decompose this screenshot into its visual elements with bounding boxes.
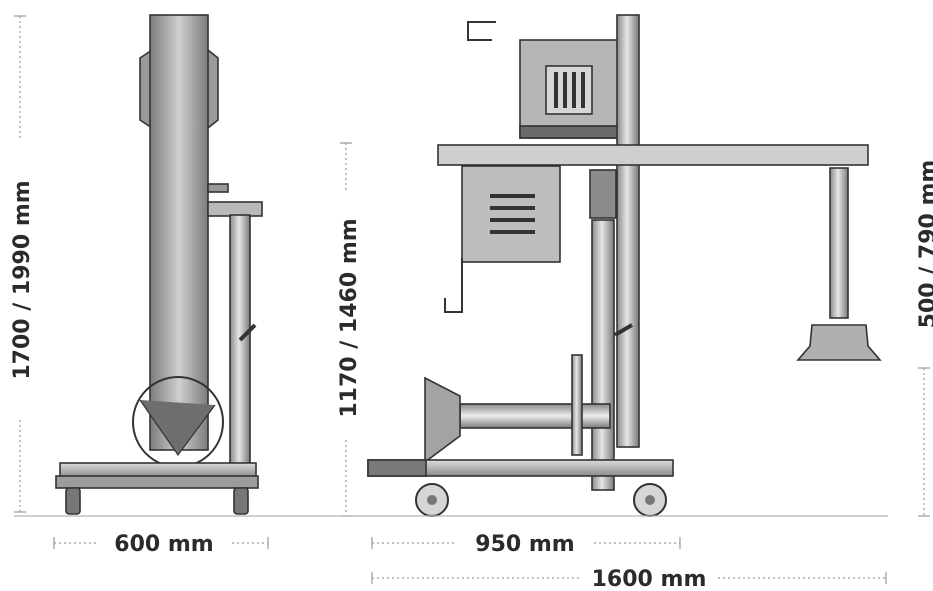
side-base <box>59 462 257 478</box>
wheel-mount <box>139 399 216 457</box>
vent-slots <box>554 72 585 108</box>
hanging-panel-slots <box>490 194 535 234</box>
side-table <box>207 201 263 217</box>
handle-right <box>207 49 219 129</box>
hanging-panel <box>461 165 561 263</box>
arm-height-label: 500 / 790 mm <box>916 160 933 329</box>
side-base-lower <box>55 475 259 489</box>
small-post <box>571 354 583 456</box>
front-view <box>367 14 882 517</box>
tall-panel <box>149 14 209 451</box>
top-box-vent <box>545 65 593 115</box>
arm-rod <box>829 167 849 319</box>
top-hook <box>467 21 496 41</box>
side-view <box>55 14 263 515</box>
caster-right <box>233 487 249 515</box>
front-base-end <box>367 459 427 477</box>
handle-left <box>139 49 153 129</box>
cone <box>424 376 461 464</box>
main-column <box>591 219 615 491</box>
side-hook <box>444 258 463 313</box>
wheel-right-hub <box>645 495 655 505</box>
total-length-label: 1600 mm <box>592 567 707 591</box>
arm-bell <box>796 324 882 361</box>
total-height-label: 1700 / 1990 mm <box>10 180 35 379</box>
dimension-lines <box>14 15 930 584</box>
horizontal-beam <box>437 144 869 166</box>
working-height-label: 1170 / 1460 mm <box>337 218 362 417</box>
depth-label: 600 mm <box>114 532 213 557</box>
top-box-foot <box>519 125 619 139</box>
vertical-post <box>616 14 640 448</box>
front-lever <box>613 323 634 337</box>
side-valve <box>207 183 229 193</box>
wheel-left-hub <box>427 495 437 505</box>
shaft <box>459 403 611 429</box>
side-lever <box>238 323 257 342</box>
caster-left <box>65 487 81 515</box>
base-length-label: 950 mm <box>475 532 574 557</box>
carriage <box>589 169 617 219</box>
